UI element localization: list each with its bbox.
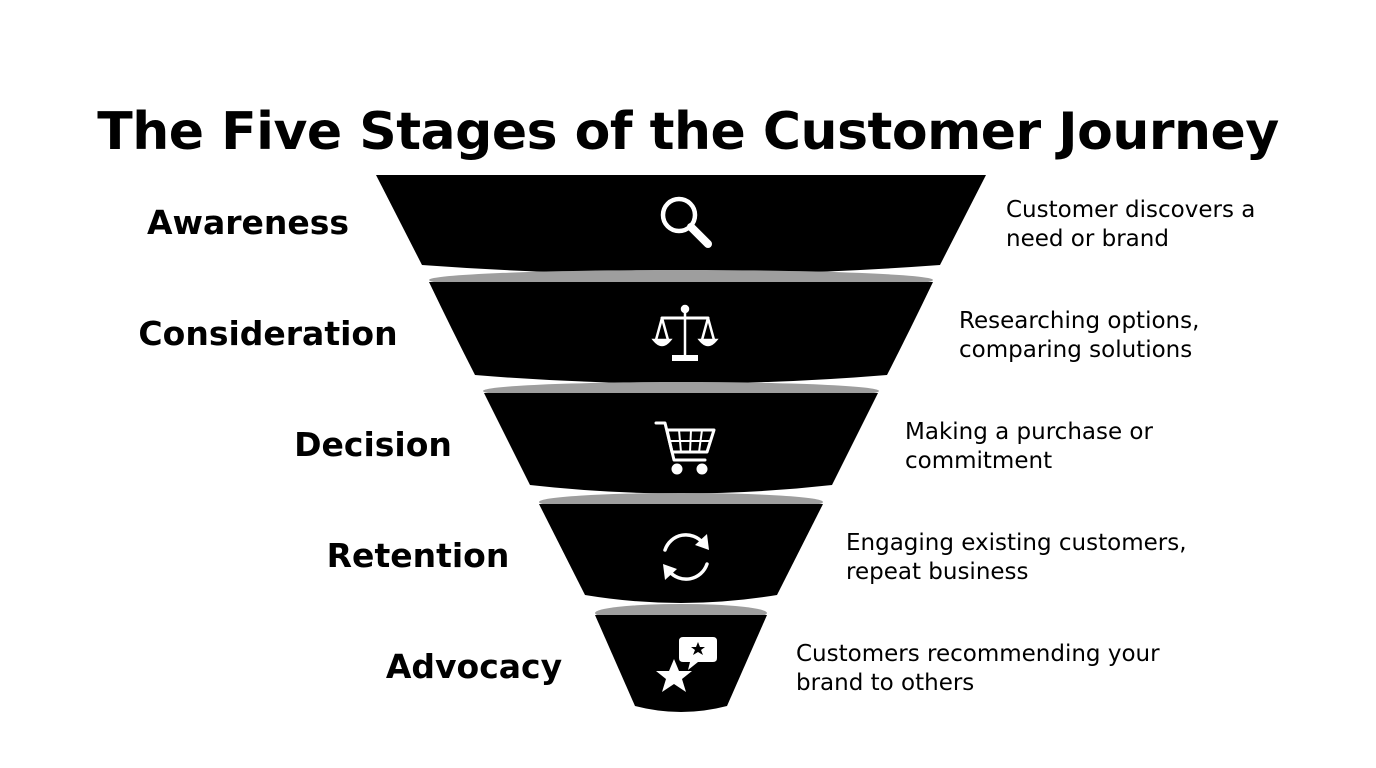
funnel-stage-advocacy <box>595 615 767 712</box>
funnel-segment-advocacy <box>595 615 767 712</box>
stage-description-decision: Making a purchase or commitment <box>905 419 1153 474</box>
stage-label-advocacy: Advocacy <box>385 647 563 686</box>
scale-icon <box>651 304 719 361</box>
stage-description-advocacy: Customers recommending your brand to oth… <box>796 641 1160 696</box>
stage-label-awareness: Awareness <box>146 203 350 242</box>
stage-label-retention: Retention <box>326 536 510 575</box>
funnel-stage-awareness <box>376 175 986 275</box>
page-title: The Five Stages of the Customer Journey <box>97 101 1279 162</box>
stage-description-consideration: Researching options, comparing solutions <box>959 308 1200 363</box>
funnel-stage-decision <box>484 393 878 494</box>
stage-label-consideration: Consideration <box>138 314 398 353</box>
search-icon <box>660 196 712 248</box>
funnel-segment-retention <box>539 504 823 603</box>
stage-description-retention: Engaging existing customers, repeat busi… <box>846 530 1187 585</box>
funnel-segment-awareness <box>376 175 986 275</box>
funnel-segment-consideration <box>429 282 933 384</box>
funnel-stage-consideration <box>429 282 933 384</box>
stage-label-decision: Decision <box>294 425 452 464</box>
stage-description-awareness: Customer discovers a need or brand <box>1006 197 1256 252</box>
star-chat-icon <box>656 637 717 692</box>
cart-icon <box>654 421 716 475</box>
refresh-icon <box>663 533 709 581</box>
funnel-stage-retention <box>539 504 823 603</box>
